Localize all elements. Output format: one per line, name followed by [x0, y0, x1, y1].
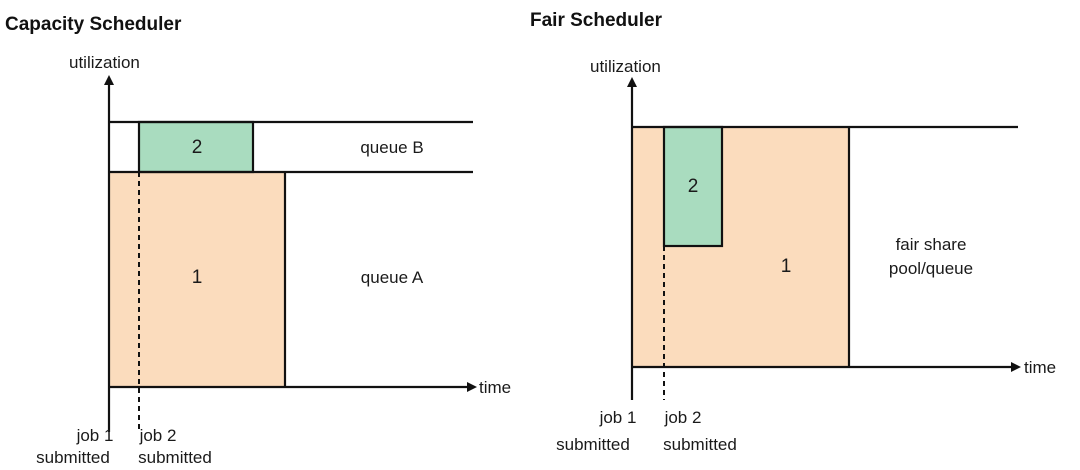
capacity-job1-submit-label-line2: submitted	[36, 448, 110, 467]
fair-pool-label-line2: pool/queue	[889, 259, 973, 278]
fair-job2-submit-label-line2: submitted	[663, 435, 737, 454]
capacity-queue-b-label: queue B	[360, 138, 423, 157]
fair-job2-submit-label-line1: job 2	[664, 408, 702, 427]
capacity-job2-region	[137, 120, 255, 174]
capacity-job2-label: 2	[192, 137, 203, 158]
capacity-queue-a-label: queue A	[361, 268, 424, 287]
fair-job1-label: 1	[781, 256, 792, 277]
capacity-job1-region	[109, 172, 285, 387]
fair-job1-submit-label-line2: submitted	[556, 435, 630, 454]
capacity-title: Capacity Scheduler	[5, 14, 182, 35]
fair-job2-label: 2	[688, 176, 699, 197]
capacity-scheduler-panel: Capacity Scheduler utilization time 2 1 …	[5, 14, 511, 467]
fair-y-axis-label: utilization	[590, 57, 661, 76]
fair-job1-submit-label-line1: job 1	[599, 408, 637, 427]
capacity-job2-submit-label-line2: submitted	[138, 448, 212, 467]
capacity-job1-label: 1	[192, 267, 203, 288]
fair-job2-region	[662, 125, 724, 248]
capacity-job2-submit-label-line1: job 2	[139, 426, 177, 445]
capacity-job1-submit-label-line1: job 1	[76, 426, 114, 445]
fair-pool-label-line1: fair share	[896, 235, 967, 254]
fair-title: Fair Scheduler	[530, 10, 663, 31]
capacity-x-axis-label: time	[479, 378, 511, 397]
capacity-y-axis-label: utilization	[69, 53, 140, 72]
fair-x-axis-label: time	[1024, 358, 1056, 377]
fair-scheduler-panel: Fair Scheduler utilization time 2 1 fair…	[530, 10, 1056, 454]
